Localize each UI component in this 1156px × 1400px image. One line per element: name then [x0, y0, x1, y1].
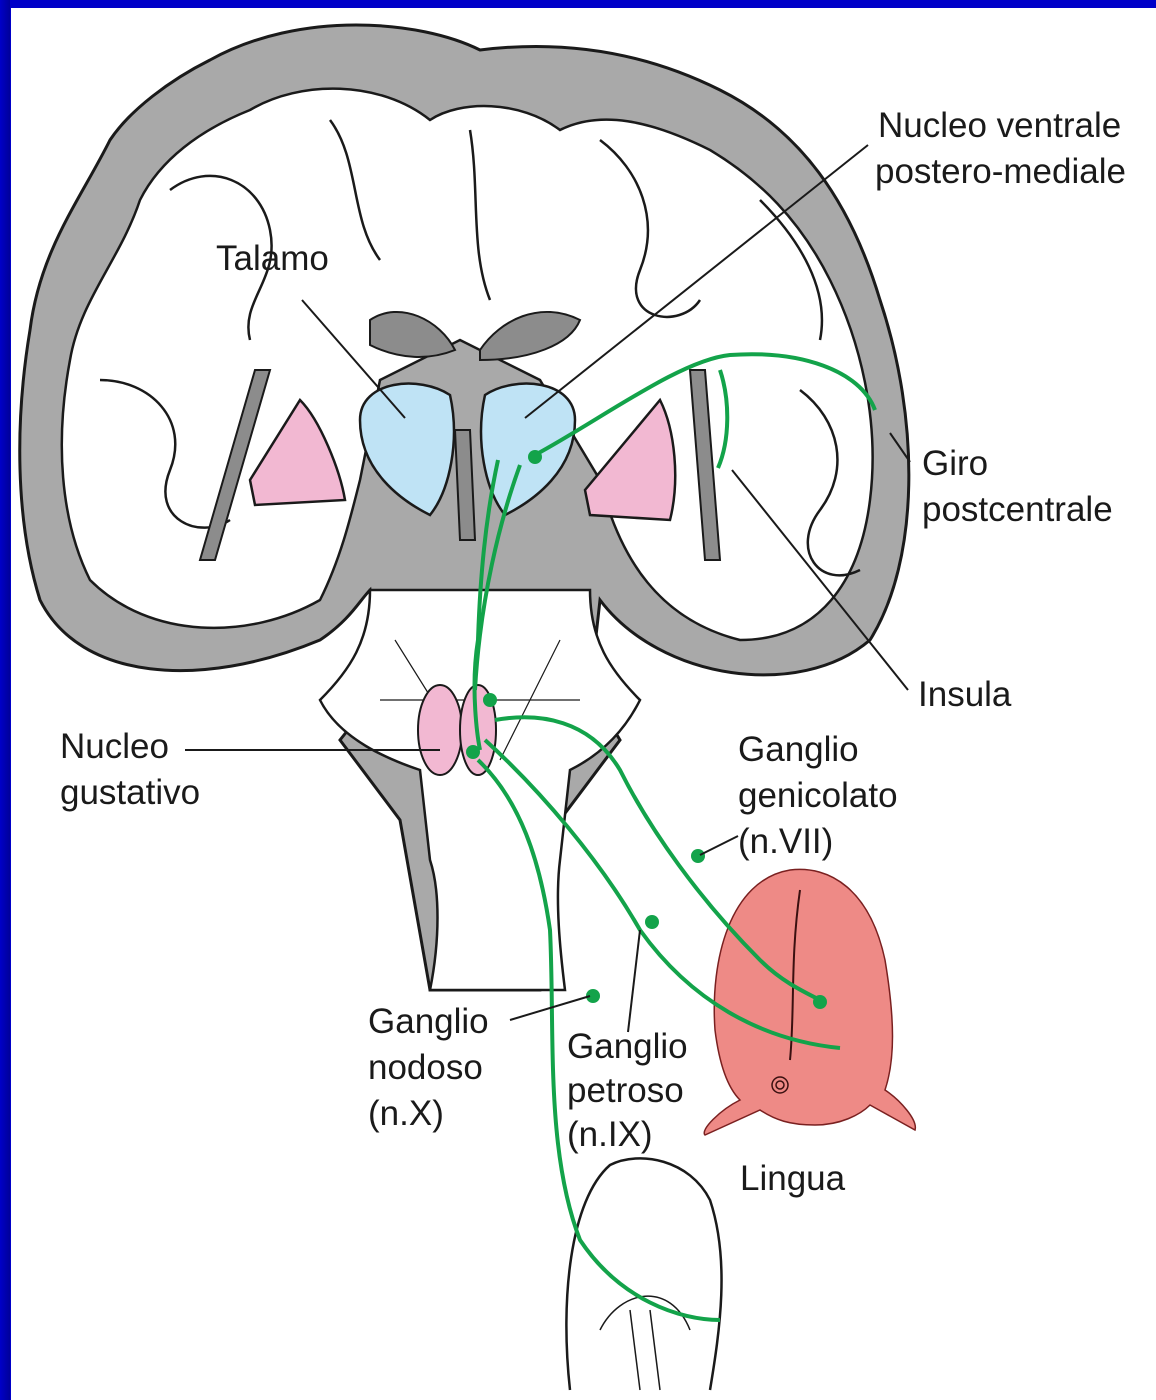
label-nucleo-gustativo-line2: gustativo — [60, 771, 200, 815]
label-petroso-line1: Ganglio — [567, 1025, 688, 1069]
label-giro-line1: Giro — [922, 442, 988, 486]
label-giro-line2: postcentrale — [922, 488, 1113, 532]
label-genicolato-line1: Ganglio — [738, 728, 859, 772]
label-nodoso-line3: (n.X) — [368, 1092, 444, 1136]
gustatory-nucleus-left — [418, 685, 462, 775]
label-insula: Insula — [918, 673, 1011, 717]
label-nodoso-line2: nodoso — [368, 1046, 483, 1090]
label-nvpm-line2: postero-mediale — [875, 150, 1126, 194]
label-genicolato-line2: genicolato — [738, 774, 898, 818]
label-genicolato-line3: (n.VII) — [738, 820, 833, 864]
label-lingua: Lingua — [740, 1157, 845, 1201]
label-petroso-line2: petroso — [567, 1069, 684, 1113]
label-nucleo-gustativo-line1: Nucleo — [60, 725, 169, 769]
label-talamo: Talamo — [216, 237, 329, 281]
tongue — [704, 869, 915, 1135]
label-nodoso-line1: Ganglio — [368, 1000, 489, 1044]
label-nvpm-line1: Nucleo ventrale — [878, 104, 1121, 148]
larynx — [566, 1158, 721, 1390]
label-petroso-line3: (n.IX) — [567, 1113, 653, 1157]
